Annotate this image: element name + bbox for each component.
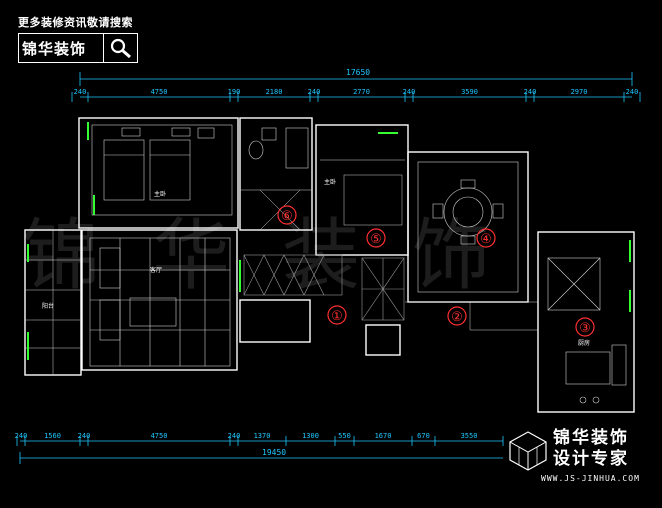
bottom-dimension-10: 3550 (461, 432, 478, 440)
bottom-total-dimension: 19450 (262, 448, 286, 457)
search-banner: 更多装修资讯敬请搜索 (18, 16, 133, 29)
logo-line-1: 锦华装饰 (553, 428, 629, 448)
top-dimension-8: 240 (524, 88, 537, 96)
balcony: 阳台 (25, 230, 81, 375)
brand-search-box[interactable]: 锦华装饰 (18, 33, 138, 63)
company-logo-text: 锦华装饰 设计专家 (553, 428, 629, 470)
corridor (405, 301, 538, 331)
marker-label-2: ② (451, 310, 463, 325)
top-dimension-2: 190 (228, 88, 241, 96)
top-dimension-9: 2970 (571, 88, 588, 96)
dining-room (417, 161, 519, 293)
top-dimension-7: 3590 (461, 88, 478, 96)
room-markers (277, 205, 595, 337)
svg-text:阳台: 阳台 (42, 302, 54, 310)
marker-5 (366, 228, 386, 248)
window-glazing (27, 122, 631, 360)
bottom-dimension-2: 240 (78, 432, 91, 440)
svg-text:厨房: 厨房 (578, 339, 590, 347)
marker-4 (476, 228, 496, 248)
top-dimension-10: 240 (626, 88, 639, 96)
top-dimension-0: 240 (74, 88, 87, 96)
company-url: WWW.JS-JINHUA.COM (541, 474, 640, 483)
marker-1 (327, 305, 347, 325)
top-dimension-line: 17650 240 4750 190 2180 240 2770 240 3590 240 297… (71, 68, 641, 102)
marker-3 (575, 317, 595, 337)
search-icon[interactable] (103, 34, 137, 62)
marker-2 (447, 306, 467, 326)
marker-6 (277, 205, 297, 225)
marker-label-3: ③ (579, 321, 591, 336)
bottom-dimension-7: 550 (338, 432, 351, 440)
svg-text:主卧: 主卧 (154, 190, 166, 198)
top-dimension-1: 4750 (151, 88, 168, 96)
living-room: 客厅 (89, 237, 231, 367)
top-dimension-3: 2180 (266, 88, 283, 96)
bottom-dimension-line: 19450 240 1560 240 4750 240 1370 1300 550 1670 67… (15, 432, 504, 464)
bedroom: 主卧 (91, 124, 233, 216)
bottom-dimension-3: 4750 (151, 432, 168, 440)
marker-label-5: ⑤ (370, 232, 382, 247)
marker-label-1: ① (331, 309, 343, 324)
hall-pattern (243, 254, 405, 321)
top-dimension-5: 2770 (353, 88, 370, 96)
bottom-dimension-1: 1560 (44, 432, 61, 440)
top-total-dimension: 17650 (346, 68, 370, 77)
top-dimension-6: 240 (403, 88, 416, 96)
bottom-dimension-9: 670 (417, 432, 430, 440)
svg-text:客厅: 客厅 (150, 266, 162, 274)
logo-line-2: 设计专家 (553, 449, 629, 469)
brand-name: 锦华装饰 (22, 40, 87, 58)
bathroom (248, 127, 309, 169)
cube-logo-icon (509, 431, 547, 471)
svg-text:主卧: 主卧 (324, 178, 336, 186)
kitchen: 厨房 (547, 257, 627, 404)
bottom-dimension-6: 1300 (302, 432, 319, 440)
marker-label-4: ④ (480, 232, 492, 247)
bottom-dimension-4: 240 (228, 432, 241, 440)
marker-label-6: ⑥ (281, 209, 293, 224)
bottom-dimension-5: 1370 (254, 432, 271, 440)
bottom-dimension-0: 240 (15, 432, 28, 440)
second-bedroom: 主卧 (320, 159, 405, 226)
bottom-dimension-8: 1670 (375, 432, 392, 440)
top-dimension-4: 240 (308, 88, 321, 96)
exterior-walls (24, 117, 635, 413)
